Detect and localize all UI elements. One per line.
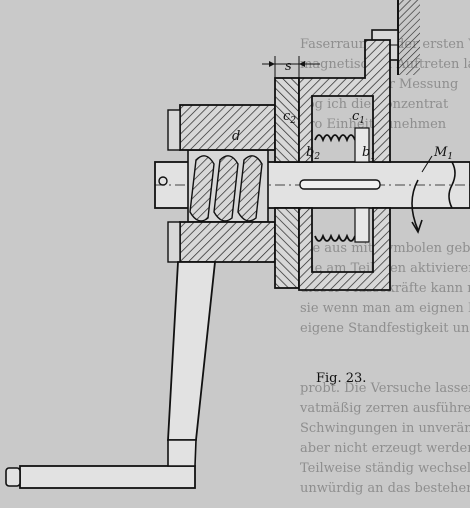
bleed-line: unwürdig an das bestehende	[300, 481, 470, 496]
crank-handle	[5, 261, 217, 489]
label-c2: c2	[283, 109, 296, 126]
keyway-slot	[299, 179, 381, 190]
nut-housing	[167, 104, 276, 263]
label-d: d	[232, 129, 240, 144]
spring-b2	[314, 134, 356, 242]
dimension-s	[262, 56, 320, 78]
shaft-pin-hole	[158, 176, 168, 186]
label-s: s	[285, 59, 292, 74]
bleed-line: Schwingungen in unverändertem	[300, 421, 470, 436]
bleed-line: probt. Die Versuche lassen sich	[300, 381, 470, 396]
label-m1: M1	[433, 145, 453, 162]
clutch-disc-c2	[274, 77, 300, 289]
worm-hub	[187, 149, 269, 223]
part-labels: s d c2 c1 b2 b1 M1	[232, 59, 453, 162]
label-b1: b1	[362, 145, 376, 162]
bleed-line: Teilweise ständig wechselnder	[300, 461, 470, 476]
bleed-line: sie wenn man am eignen Körper	[300, 301, 470, 316]
bleed-line: vatmäßig zerren ausführen. Bei	[299, 401, 470, 416]
spring-b1	[354, 127, 370, 243]
label-c1: c1	[352, 109, 365, 126]
clutch-housing-c1	[298, 39, 391, 291]
label-b2: b2	[306, 145, 320, 162]
m1-leader	[421, 155, 433, 173]
bleed-line: eigene Standfestigkeit und	[300, 321, 470, 336]
figure-caption: Fig. 23.	[316, 371, 366, 386]
bleed-line: aber nicht erzeugt werden können	[300, 441, 470, 456]
rotation-arrow-icon	[411, 179, 423, 234]
